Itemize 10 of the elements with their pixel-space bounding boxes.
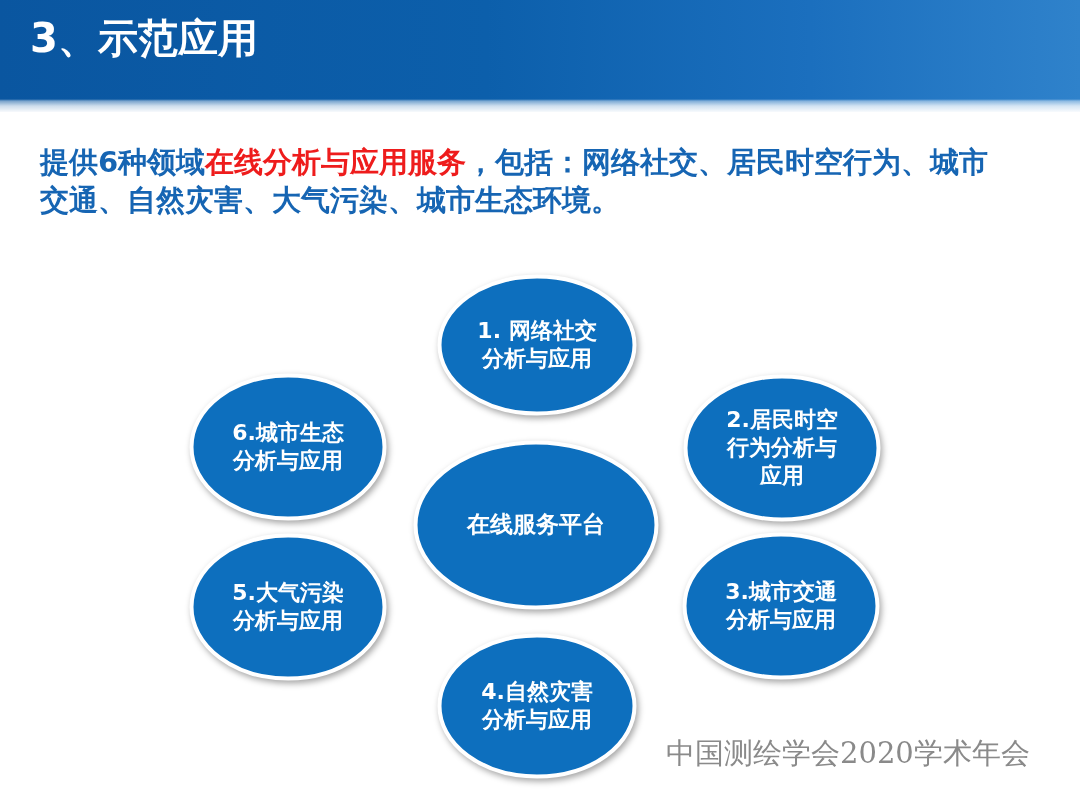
intro-text: 提供6种领域在线分析与应用服务，包括：网络社交、居民时空行为、城市交通、自然灾害、大气污染、城市生态环境。 (40, 144, 990, 219)
node-label: 1. 网络社交分析与应用 (476, 317, 598, 373)
footer-text: 中国测绘学会2020学术年会 (666, 735, 1030, 771)
slide-title: 3、示范应用 (30, 14, 258, 62)
node-label: 2.居民时空行为分析与应用 (725, 406, 839, 490)
node-label: 4.自然灾害分析与应用 (480, 678, 594, 734)
node-label: 6.城市生态分析与应用 (231, 419, 345, 475)
node-label: 3.城市交通分析与应用 (724, 578, 838, 634)
node-label: 5.大气污染分析与应用 (231, 579, 345, 635)
node-label: 在线服务平台 (465, 510, 606, 540)
